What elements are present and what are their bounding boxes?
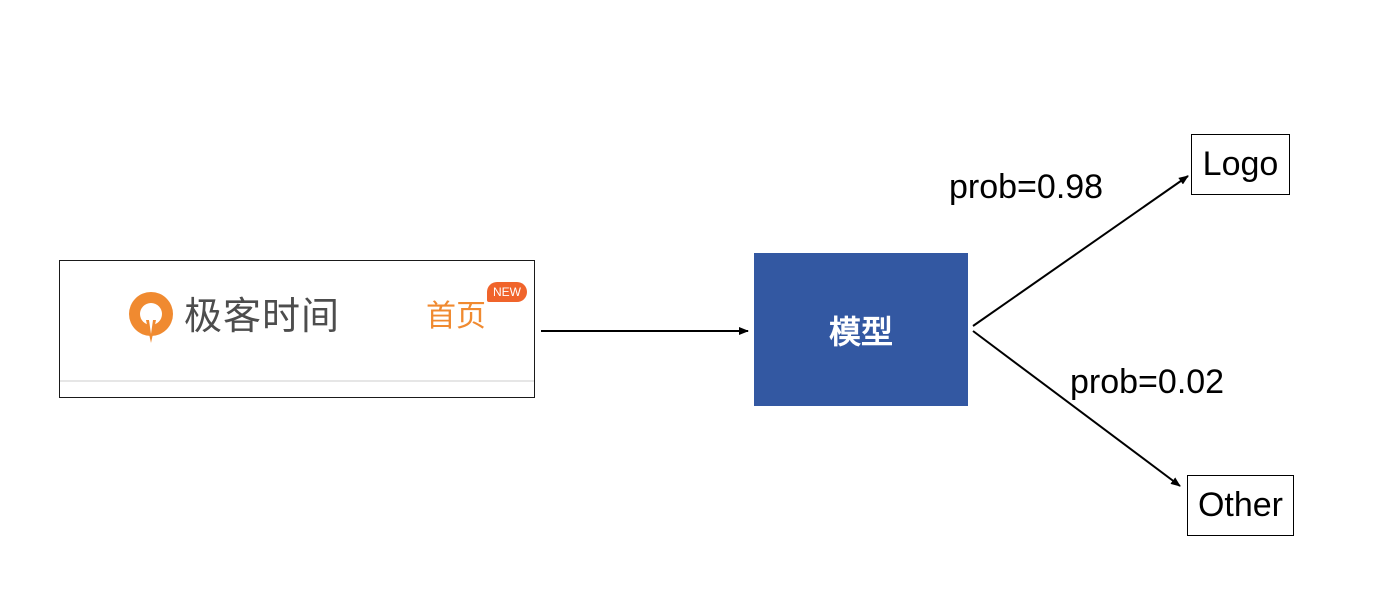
model-to-logo-arrow — [972, 175, 1189, 327]
class-label-logo: Logo — [1202, 145, 1279, 183]
class-label-other: Other — [1197, 486, 1284, 524]
new-badge: NEW — [487, 282, 527, 302]
class-box-other: Other — [1187, 475, 1294, 536]
geektime-logo-icon — [129, 292, 173, 343]
prob-label-other: prob=0.02 — [1070, 363, 1225, 401]
model-label: 模型 — [828, 312, 893, 351]
divider — [60, 380, 534, 382]
model-box: 模型 — [754, 253, 968, 406]
brand-name: 极客时间 — [184, 294, 341, 338]
class-box-logo: Logo — [1191, 134, 1290, 195]
model-to-other-arrow — [972, 330, 1181, 487]
home-link: 首页 — [426, 299, 486, 334]
input-image: 极客时间 首页 NEW — [59, 260, 535, 398]
prob-label-logo: prob=0.98 — [949, 168, 1104, 206]
